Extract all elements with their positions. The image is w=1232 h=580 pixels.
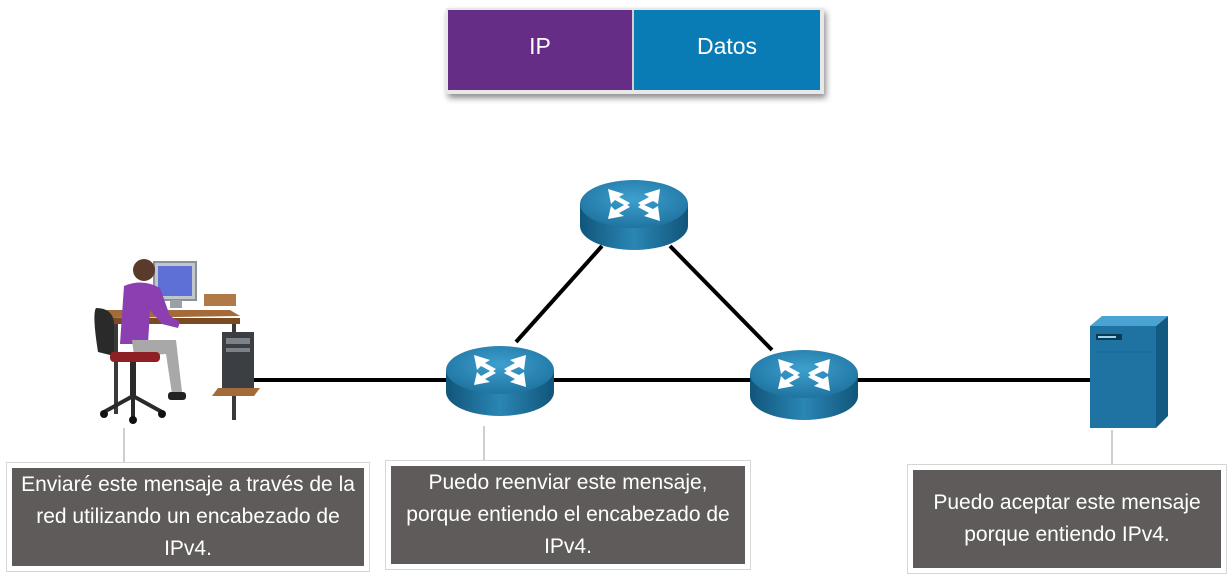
callout-router: Puedo reenviar este mensaje, porque enti…	[385, 460, 751, 570]
router-icon	[580, 180, 688, 250]
server-icon	[1090, 316, 1168, 428]
router-icon	[446, 346, 554, 416]
link-router-left-router-top	[514, 244, 604, 344]
callout-pc: Enviaré este mensaje a través de la red …	[6, 462, 370, 572]
link-router-top-router-right	[668, 244, 774, 352]
ip-header-label: IP	[448, 10, 634, 90]
callout-pointer-pc	[123, 428, 144, 465]
user-at-workstation-icon	[94, 259, 260, 424]
router-icon	[750, 350, 858, 420]
callout-pointer-router	[483, 426, 506, 463]
data-label: Datos	[634, 10, 820, 90]
callout-pointer-server	[1092, 430, 1113, 467]
callout-pc-text: Enviaré este mensaje a través de la red …	[12, 468, 364, 566]
ip-packet: IP Datos	[446, 8, 824, 94]
callout-server: Puedo aceptar este mensaje porque entien…	[907, 464, 1227, 574]
callout-router-text: Puedo reenviar este mensaje, porque enti…	[391, 466, 745, 564]
callout-server-text: Puedo aceptar este mensaje porque entien…	[913, 470, 1221, 568]
